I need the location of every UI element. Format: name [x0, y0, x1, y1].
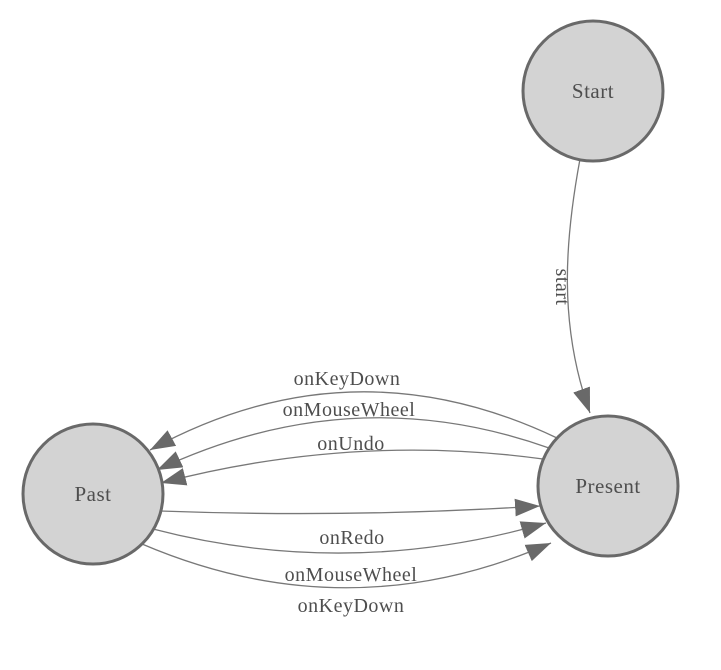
node-start-circle — [521, 19, 665, 163]
edge-present-to-past-onundo-path — [160, 449, 544, 486]
node-past-circle — [21, 422, 165, 566]
edge-present-to-past-onkeydown-path — [149, 391, 558, 451]
edge-start-to-present-path — [566, 158, 591, 414]
edge-label-onkeydown-bottom: onKeyDown — [298, 595, 405, 617]
edge-label-onmousewheel-bottom: onMouseWheel — [285, 564, 418, 586]
edge-label-onmousewheel-top: onMouseWheel — [283, 399, 416, 421]
edge-label-onundo: onUndo — [317, 433, 384, 455]
edge-present-to-past-onmousewheel-path — [156, 417, 550, 471]
edge-past-to-present-onkeydown-path — [141, 542, 552, 589]
node-start-label: Start — [572, 79, 614, 103]
edge-past-to-present-onredo-path — [159, 498, 541, 517]
edge-group — [141, 158, 591, 589]
node-group: Start Past Present — [21, 19, 680, 566]
node-present-circle — [536, 414, 680, 558]
edge-past-to-present-onmousewheel-path — [152, 521, 547, 554]
edge-label-start: start — [551, 269, 573, 306]
edge-label-group: start onKeyDown onMouseWheel onUndo onRe… — [283, 269, 573, 617]
edge-label-onredo: onRedo — [319, 527, 384, 549]
node-past-label: Past — [74, 482, 111, 506]
node-present-label: Present — [575, 474, 640, 498]
edge-label-onkeydown-top: onKeyDown — [294, 368, 401, 390]
